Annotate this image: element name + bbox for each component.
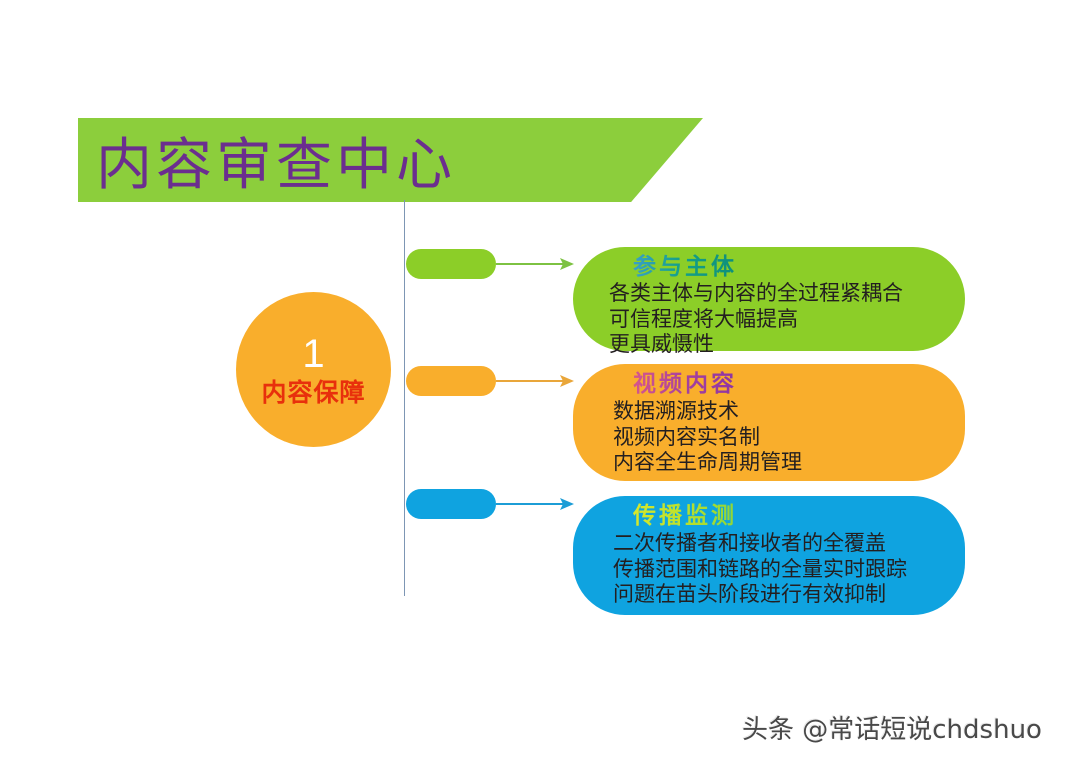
content-line: 问题在苗头阶段进行有效抑制 [613,582,886,607]
content-box-body-propagation-monitoring: 二次传播者和接收者的全覆盖 传播范围和链路的全量实时跟踪 问题在苗头阶段进行有效… [613,531,965,608]
content-box-body-video-content: 数据溯源技术 视频内容实名制 内容全生命周期管理 [613,399,965,476]
content-box-propagation-monitoring: 传播监测 二次传播者和接收者的全覆盖 传播范围和链路的全量实时跟踪 问题在苗头阶… [573,496,965,615]
content-box-title-video-content: 视频内容 [633,370,737,397]
content-line: 内容全生命周期管理 [613,450,802,475]
content-box-participants: 参与主体 各类主体与内容的全过程紧耦合 可信程度将大幅提高 更具威慑性 [573,247,965,356]
content-line: 数据溯源技术 [613,399,739,424]
connector-pill-video-content [406,366,496,396]
content-line: 二次传播者和接收者的全覆盖 [613,531,886,556]
content-line: 各类主体与内容的全过程紧耦合 [609,281,903,306]
content-box-video-content: 视频内容 数据溯源技术 视频内容实名制 内容全生命周期管理 [573,364,965,481]
content-box-body-participants: 各类主体与内容的全过程紧耦合 可信程度将大幅提高 更具威慑性 [609,281,965,358]
content-box-title-participants: 参与主体 [633,253,737,280]
vertical-connector-line [404,200,405,596]
content-line: 视频内容实名制 [613,424,760,449]
connector-arrow-video-content [496,374,574,388]
connector-arrow-propagation-monitoring [496,497,574,511]
connector-pill-participants [406,249,496,279]
title-banner-shape [78,118,703,202]
content-box-title-propagation-monitoring: 传播监测 [633,502,737,529]
watermark: 头条 @常话短说chdshuo [742,715,1042,745]
content-line: 可信程度将大幅提高 [609,306,798,331]
page-title: 内容审查中心 [96,132,456,198]
content-line: 更具威慑性 [609,332,714,357]
stage-circle: 1 内容保障 [236,292,391,447]
stage-label: 内容保障 [261,378,366,407]
content-line: 传播范围和链路的全量实时跟踪 [613,556,907,581]
stage-number: 1 [302,332,325,376]
connector-arrow-participants [496,257,574,271]
connector-pill-propagation-monitoring [406,489,496,519]
